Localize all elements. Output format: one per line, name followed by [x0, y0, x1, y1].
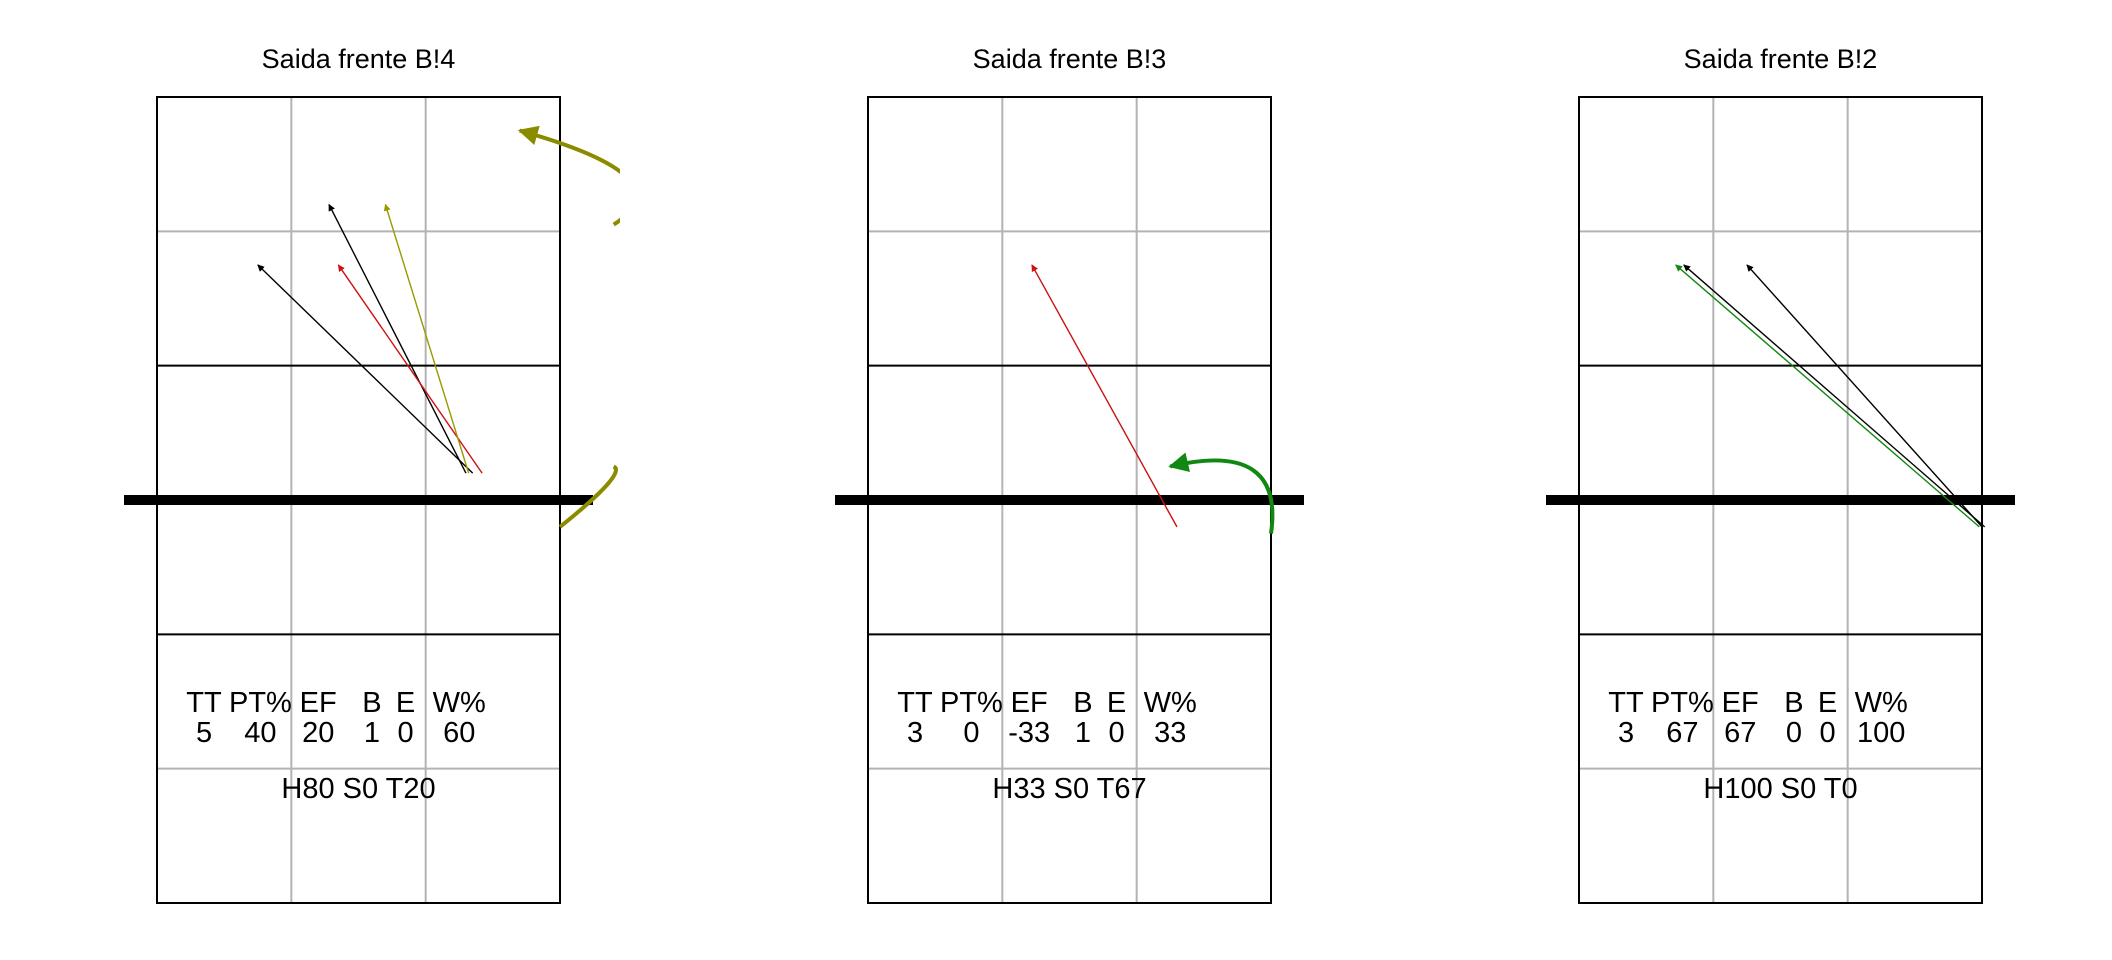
stats-header-cell: EF: [300, 687, 337, 719]
attack-arrow: [1746, 264, 1983, 528]
stats-header-cell: TT: [186, 687, 222, 719]
stats-value-cell: 3: [907, 717, 923, 749]
stats-value-cell: 0: [1786, 717, 1802, 749]
curved-arrow: [558, 464, 618, 529]
stats-header-cell: EF: [1011, 687, 1048, 719]
stats-header-cell: PT%: [229, 687, 292, 719]
stats-header-cell: PT%: [1651, 687, 1714, 719]
stats-header-cell: W%: [1144, 687, 1197, 719]
panel-title: Saida frente B!4: [262, 44, 456, 74]
stats-value-cell: 40: [244, 717, 276, 749]
stats-header-cell: B: [1784, 687, 1803, 719]
stats-value-cell: 0: [963, 717, 979, 749]
stats-header-cell: W%: [433, 687, 486, 719]
stats-value-cell: 67: [1724, 717, 1756, 749]
stats-value-cell: 3: [1618, 717, 1634, 749]
stats-header-cell: PT%: [940, 687, 1003, 719]
attack-arrow: [1683, 264, 1986, 528]
clip-mask: [620, 97, 680, 557]
attack-arrow: [383, 203, 470, 474]
attack-arrow: [257, 264, 474, 474]
attack-arrow: [337, 264, 483, 474]
stats-value-cell: 60: [443, 717, 475, 749]
panel-footer: H33 S0 T67: [992, 773, 1146, 805]
stats-value-cell: 1: [364, 717, 380, 749]
stats-header-cell: B: [362, 687, 381, 719]
stats-header-cell: TT: [897, 687, 933, 719]
stats-header-cell: B: [1073, 687, 1092, 719]
stats-header-cell: E: [1107, 687, 1126, 719]
stats-value-cell: 5: [196, 717, 212, 749]
stats-header-cell: TT: [1608, 687, 1644, 719]
stats-value-cell: 100: [1857, 717, 1905, 749]
panel-footer: H100 S0 T0: [1703, 773, 1857, 805]
stats-value-cell: 0: [1108, 717, 1124, 749]
stats-value-cell: 1: [1075, 717, 1091, 749]
stats-header-cell: E: [1818, 687, 1837, 719]
stats-value-cell: -33: [1008, 717, 1050, 749]
stats-value-cell: 20: [302, 717, 334, 749]
attack-arrow: [1031, 264, 1178, 528]
stats-value-cell: 33: [1154, 717, 1186, 749]
stats-header-cell: W%: [1855, 687, 1908, 719]
curved-arrow: [517, 125, 639, 227]
stats-value-cell: 0: [1819, 717, 1835, 749]
panel-footer: H80 S0 T20: [281, 773, 435, 805]
attack-arrow: [328, 203, 467, 474]
panel-title: Saida frente B!3: [973, 44, 1167, 74]
stats-value-cell: 0: [397, 717, 413, 749]
curved-arrow: [1168, 452, 1275, 534]
stats-header-cell: EF: [1722, 687, 1759, 719]
panel-title: Saida frente B!2: [1684, 44, 1878, 74]
attack-arrow: [1675, 264, 1980, 528]
stats-value-cell: 67: [1666, 717, 1698, 749]
stats-header-cell: E: [396, 687, 415, 719]
